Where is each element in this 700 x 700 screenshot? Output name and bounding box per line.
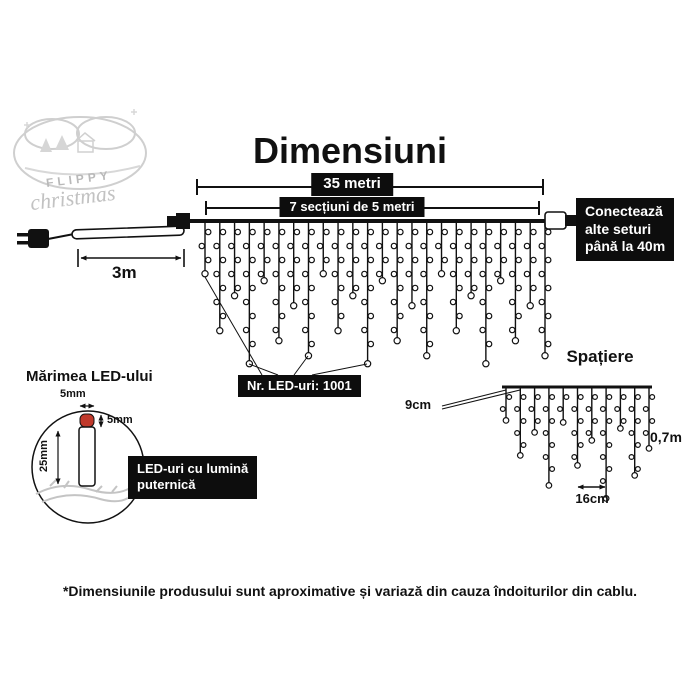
led-cap-height-label: 5mm bbox=[107, 414, 133, 426]
sections-label: 7 secțiuni de 5 metri bbox=[279, 197, 425, 218]
spacing-curtain bbox=[499, 388, 656, 502]
led-width-label: 5mm bbox=[60, 388, 86, 400]
greenery-sketch bbox=[35, 479, 133, 503]
brand-logo-sketch bbox=[13, 109, 147, 190]
lead-length-label: 3m bbox=[112, 263, 137, 282]
light-curtain bbox=[198, 223, 552, 368]
lead-cable bbox=[71, 225, 185, 240]
led-count-label: Nr. LED-uri: 1001 bbox=[238, 375, 361, 398]
footnote: *Dimensiunile produsului sunt aproximati… bbox=[62, 583, 638, 599]
drop-spacing-label: 9cm bbox=[405, 397, 432, 412]
spacing-title: Spațiere bbox=[566, 347, 634, 366]
drop-height-label: 0,7m bbox=[650, 429, 682, 445]
led-body bbox=[78, 426, 96, 487]
connector-left bbox=[167, 213, 190, 229]
bulb-spacing-label: 16cm bbox=[575, 491, 609, 506]
lead-length-arrow bbox=[77, 249, 185, 267]
total-length-label: 35 metri bbox=[311, 173, 393, 196]
led-note: LED-uri cu lumină puternică bbox=[128, 456, 258, 499]
led-size-title: Mărimea LED-ului bbox=[26, 368, 153, 385]
plug-wire bbox=[47, 233, 75, 240]
power-plug-icon bbox=[17, 229, 49, 248]
led-count-pointers bbox=[204, 276, 368, 376]
led-tip bbox=[79, 413, 95, 428]
connect-note: Conectează alte seturi până la 40m bbox=[576, 198, 675, 261]
page-title: Dimensiuni bbox=[252, 130, 448, 171]
connector-right bbox=[544, 211, 576, 230]
drop-spacing-pointers bbox=[441, 389, 521, 410]
led-dimension-arrows bbox=[55, 403, 104, 485]
led-bulb bbox=[78, 413, 96, 487]
led-body-length-label: 25mm bbox=[37, 440, 50, 472]
